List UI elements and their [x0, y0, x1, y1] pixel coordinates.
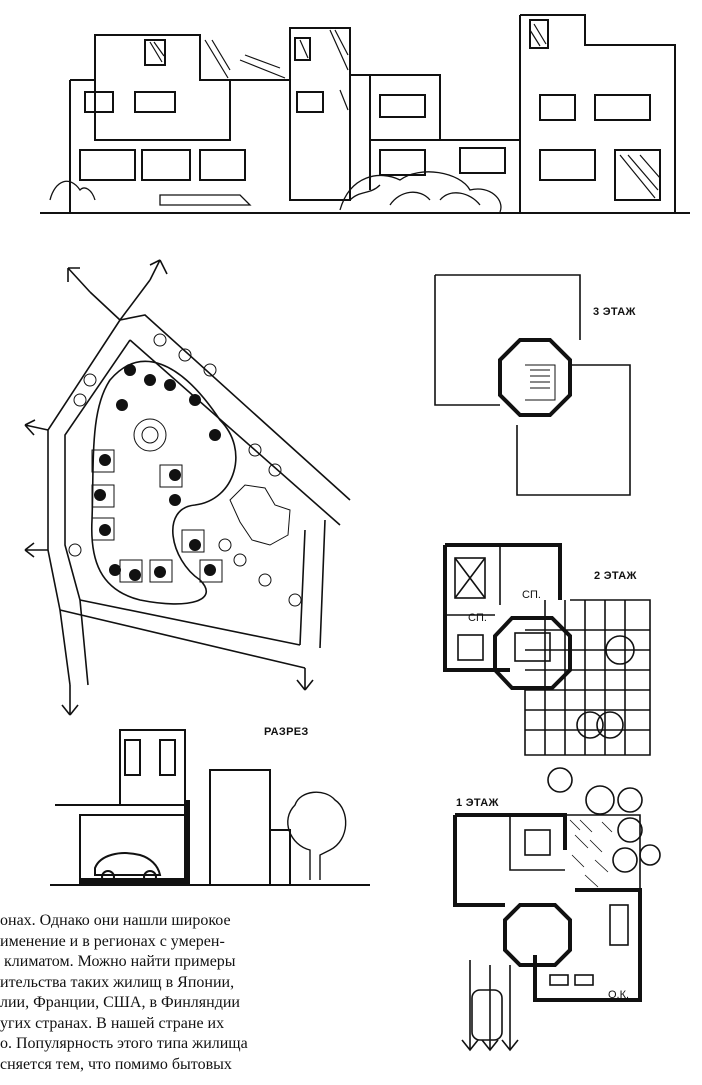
- floor-plan-1: [453, 767, 661, 1052]
- site-plan: [24, 259, 351, 716]
- floor-plan-2: [443, 543, 651, 756]
- text-line: климатом. Можно найти примеры: [0, 953, 236, 970]
- text-line: именение и в регионах с умерен-: [0, 932, 225, 950]
- text-line: о. Популярность этого типа жилища: [0, 1035, 248, 1052]
- floor-1-label: 1 ЭТАЖ: [456, 797, 499, 809]
- section-drawing: [50, 729, 370, 886]
- text-line: угих странах. В нашей стране их: [0, 1014, 225, 1032]
- section-label: РАЗРЕЗ: [264, 726, 309, 738]
- floor-3-label: 3 ЭТАЖ: [593, 306, 636, 318]
- text-line: онах. Однако они нашли широкое: [0, 912, 231, 929]
- text-line: ительства таких жилищ в Японии,: [0, 973, 235, 991]
- room-bedroom-2: СП.: [468, 612, 487, 624]
- floor-2-label: 2 ЭТАЖ: [594, 570, 637, 582]
- text-line: лии, Франции, США, в Финляндии: [0, 994, 240, 1011]
- street-perspective-sketch: [40, 14, 690, 214]
- body-paragraph: онах. Однако они нашли широкое именение …: [0, 911, 248, 1075]
- text-line: сняется тем, что помимо бытовых: [0, 1055, 232, 1073]
- floor-plan-3: [434, 274, 631, 496]
- room-common: О.К.: [608, 989, 630, 1001]
- room-bedroom-1: СП.: [522, 589, 541, 601]
